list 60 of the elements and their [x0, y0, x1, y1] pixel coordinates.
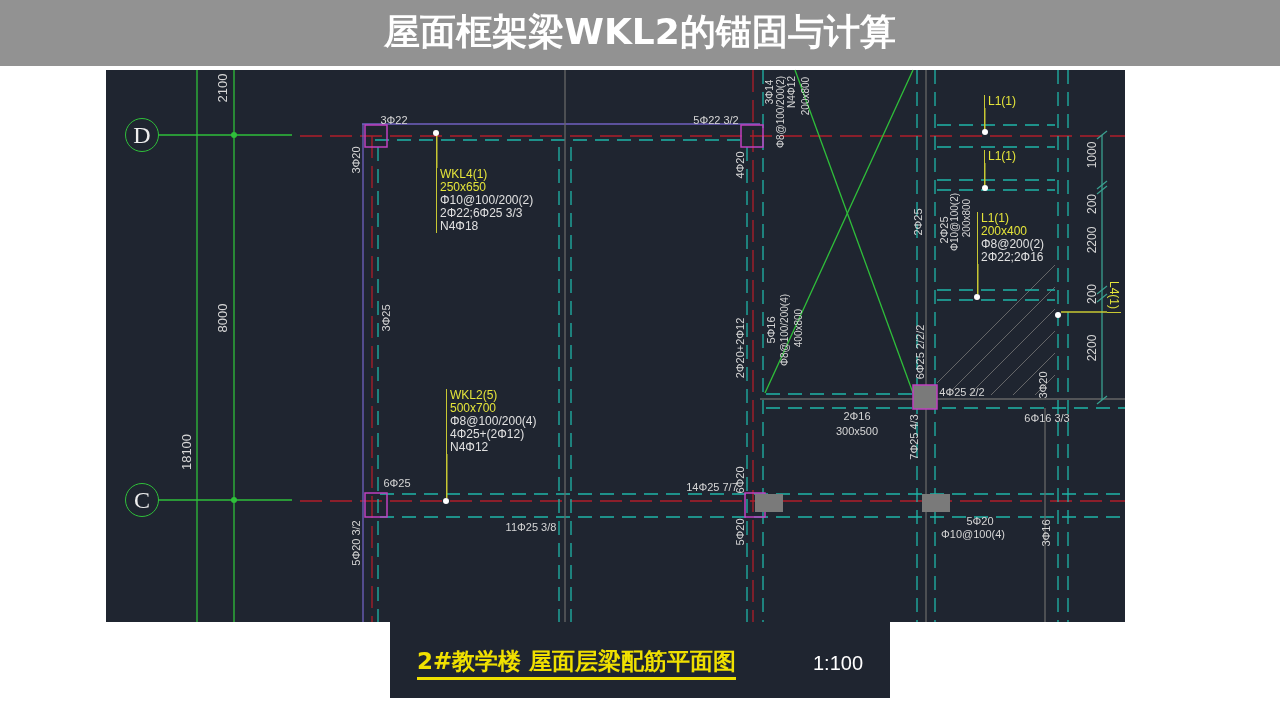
- rebar-label: 3Φ14: [765, 79, 775, 105]
- scale-text: 1:100: [812, 653, 864, 673]
- leader-line: [984, 162, 986, 186]
- rebar-label: 3Φ16: [1040, 519, 1052, 547]
- dimension-text: 18100: [179, 433, 193, 471]
- dimension-text: 200: [1086, 284, 1098, 304]
- rebar-label: 6Φ16 3/3: [1024, 412, 1070, 424]
- dimension-text: 2200: [1086, 226, 1098, 254]
- rebar-label: 200x800: [801, 76, 811, 116]
- leader-dot: [982, 129, 988, 135]
- leader-dot: [443, 498, 449, 504]
- rebar-label: 6Φ25: [383, 477, 411, 489]
- rebar-label: 2Φ25: [912, 208, 924, 236]
- beam-annotation: L1(1): [984, 95, 1016, 108]
- beam-annotation: L1(1) 200x400 Φ8@200(2) 2Φ22;2Φ16: [977, 212, 1045, 264]
- rebar-label: 5Φ20: [734, 518, 746, 546]
- drawing-caption: 2#教学楼 屋面层梁配筋平面图: [417, 646, 737, 680]
- rebar-label: 4Φ20: [734, 151, 746, 179]
- leader-dot: [1055, 312, 1061, 318]
- rebar-label: 3Φ25: [380, 304, 392, 332]
- rebar-label: 300x500: [835, 425, 879, 437]
- rebar-label: 2Φ20+2Φ12: [734, 317, 746, 379]
- dimension-text: 2100: [215, 73, 229, 103]
- rebar-label: 5Φ22 3/2: [693, 114, 739, 126]
- rebar-label: 2Φ25: [938, 216, 950, 244]
- rebar-label: 11Φ25 3/8: [505, 521, 557, 533]
- rebar-label: 3Φ22: [380, 114, 408, 126]
- rebar-label: 200x800: [962, 198, 972, 238]
- rebar-label: 4Φ25 2/2: [939, 386, 985, 398]
- dimension-text: 2200: [1086, 334, 1098, 362]
- beam-annotation: L1(1): [984, 150, 1016, 163]
- rebar-label: 5Φ16: [765, 316, 777, 344]
- leader-line: [1060, 311, 1108, 313]
- rebar-label: 3Φ20: [1037, 371, 1049, 399]
- rebar-label: 5Φ20 3/2: [350, 520, 362, 566]
- page-title: 屋面框架梁WKL2的锚固与计算: [384, 10, 896, 54]
- leader-line: [446, 453, 448, 499]
- rebar-label: 6Φ25 2/2/2: [914, 324, 926, 380]
- leader-line: [977, 263, 979, 295]
- rebar-label: Φ10@100(2): [950, 192, 960, 252]
- rebar-label: Φ8@100/200(4): [780, 293, 790, 367]
- leader-line: [984, 107, 986, 130]
- rebar-label: 7Φ25 4/3: [908, 414, 920, 460]
- beam-annotation: L4(1): [1107, 281, 1121, 313]
- beam-annotation: WKL4(1) 250x650 Φ10@100/200(2) 2Φ22;6Φ25 3/3 N4Φ18: [436, 168, 534, 233]
- leader-line: [436, 135, 438, 169]
- beam-annotation: WKL2(5) 500x700 Φ8@100/200(4) 4Φ25+(2Φ12) N4Φ12: [446, 389, 537, 454]
- dimension-text: 8000: [215, 303, 229, 333]
- rebar-label: 3Φ20: [350, 146, 362, 174]
- rebar-label: N4Φ12: [787, 76, 797, 108]
- leader-dot: [982, 185, 988, 191]
- rebar-label: 2Φ16: [843, 410, 871, 422]
- rebar-label: 400x800: [794, 308, 804, 348]
- leader-dot: [974, 294, 980, 300]
- leader-dot: [433, 130, 439, 136]
- rebar-label: Φ8@100/200(2): [776, 75, 786, 149]
- dimension-text: 1000: [1086, 141, 1098, 169]
- rebar-label: 5Φ20: [966, 515, 994, 527]
- dimension-text: 200: [1086, 194, 1098, 214]
- rebar-label: Φ10@100(4): [941, 528, 1005, 540]
